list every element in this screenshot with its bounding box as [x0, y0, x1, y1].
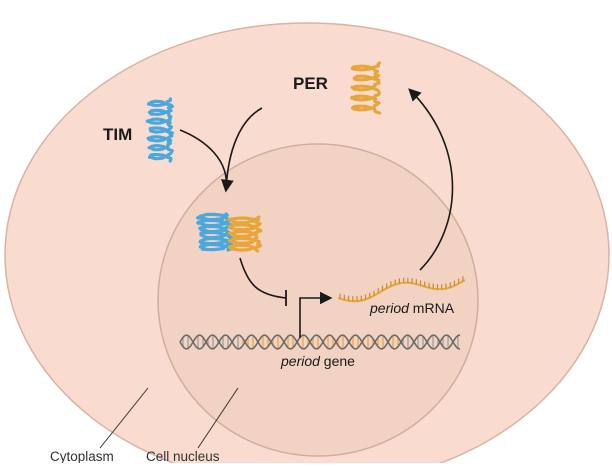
inhibition-line	[239, 257, 287, 299]
mrna-strand-icon	[337, 276, 466, 303]
arrow-per-to-complex	[225, 107, 263, 191]
arrow-mrna-to-per	[408, 88, 454, 271]
gene-label: period gene	[280, 353, 355, 369]
per-protein-icon	[350, 61, 382, 115]
mrna-label-rest: mRNA	[409, 300, 455, 316]
tim-protein-icon	[145, 97, 175, 163]
gene-label-rest: gene	[320, 353, 355, 369]
cytoplasm-pointer-line	[99, 387, 149, 449]
transcription-start-arrow	[299, 291, 333, 338]
tim-label: TIM	[103, 125, 132, 144]
cytoplasm-label: Cytoplasm	[50, 449, 114, 463]
gene-label-italic: period	[280, 353, 321, 369]
nucleus-pointer-line	[197, 387, 239, 449]
dna-helix-icon	[179, 334, 461, 350]
mrna-label-italic: period	[369, 300, 410, 316]
nucleus-label: Cell nucleus	[146, 449, 220, 463]
tim-per-complex-icon	[196, 212, 263, 253]
per-label: PER	[293, 74, 328, 93]
mrna-label: period mRNA	[369, 300, 455, 316]
